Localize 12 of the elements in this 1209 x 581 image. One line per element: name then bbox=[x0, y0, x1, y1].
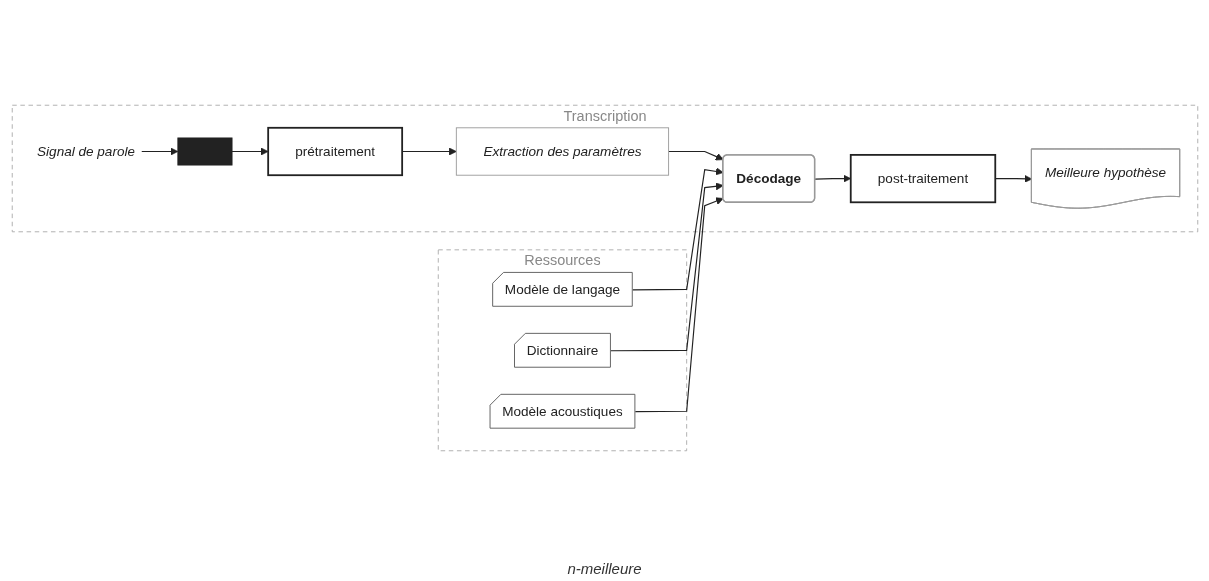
node-text: Signal de parole bbox=[36, 143, 135, 159]
node-box: post-traitement bbox=[849, 154, 996, 204]
note-text: n-meilleure bbox=[567, 560, 642, 577]
node-picture bbox=[176, 137, 232, 166]
arrow bbox=[401, 147, 457, 156]
arrow bbox=[994, 174, 1032, 183]
node-box: prétraitement bbox=[266, 126, 403, 177]
arrow bbox=[667, 150, 724, 161]
arrow bbox=[140, 147, 178, 156]
arrow bbox=[814, 174, 851, 183]
node-box: Extraction des paramètres bbox=[455, 127, 669, 176]
arrow bbox=[634, 197, 724, 413]
